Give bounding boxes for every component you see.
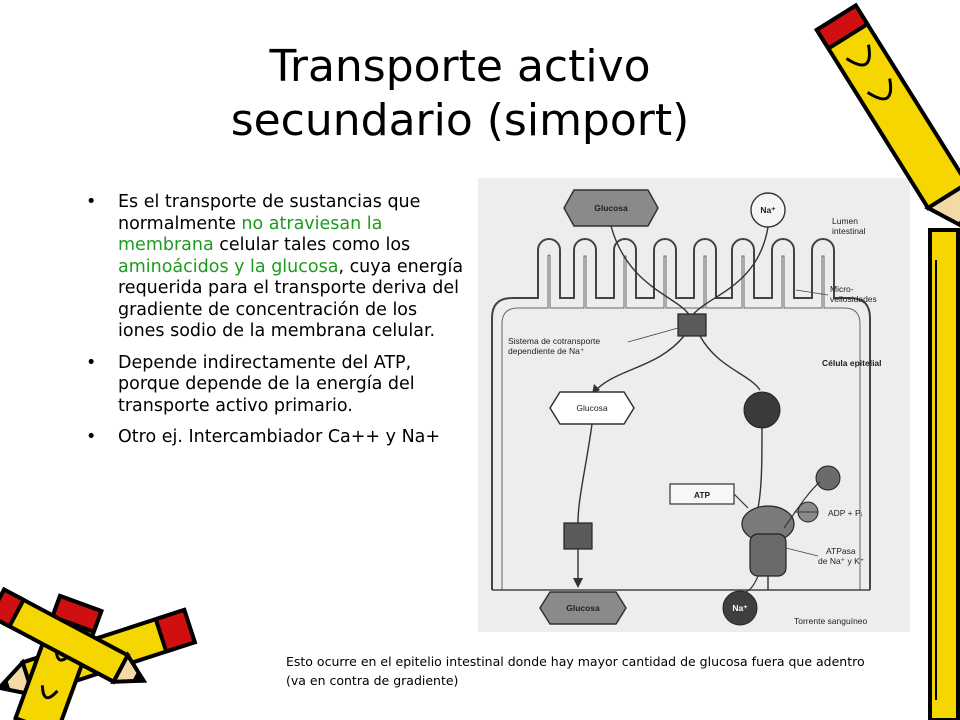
atpasa-label-1: ATPasa bbox=[826, 546, 856, 556]
simport-diagram: Glucosa Na⁺ Glucosa Glucosa ATP ADP + Pᵢ… bbox=[478, 178, 910, 632]
bullet-1-text-c: , cuya energía requerida para el transpo… bbox=[118, 256, 464, 342]
bullet-1-text-b: celular tales como los bbox=[213, 235, 411, 255]
title-line-1: Transporte activo bbox=[269, 41, 651, 92]
pencils-bottom-left-icon bbox=[0, 586, 198, 720]
bullet-item-1: Es el transporte de sustancias que norma… bbox=[86, 192, 466, 343]
torrente-label: Torrente sanguíneo bbox=[794, 616, 868, 626]
bullet-1-highlight-glucosa: aminoácidos y la glucosa bbox=[118, 256, 339, 277]
bullet-list: Es el transporte de sustancias que norma… bbox=[86, 192, 466, 459]
lumen-label-1: Lumen bbox=[832, 216, 858, 226]
micro-label-2: vellosidades bbox=[830, 294, 877, 304]
micro-label-1: Micro- bbox=[830, 284, 854, 294]
glucosa-bottom-label: Glucosa bbox=[566, 603, 600, 613]
sistema-label-2: dependiente de Na⁺ bbox=[508, 346, 585, 356]
atp-label: ATP bbox=[694, 490, 711, 500]
celula-label: Célula epitelial bbox=[822, 358, 882, 368]
lumen-label-2: intestinal bbox=[832, 226, 866, 236]
glucosa-top-label: Glucosa bbox=[594, 203, 628, 213]
slide-title: Transporte activo secundario (simport) bbox=[120, 40, 800, 148]
bullet-item-3: Otro ej. Intercambiador Ca++ y Na+ bbox=[86, 427, 466, 449]
na-top-label: Na⁺ bbox=[760, 205, 776, 215]
adp-label: ADP + Pᵢ bbox=[828, 508, 862, 518]
sistema-label-1: Sistema de cotransporte bbox=[508, 336, 600, 346]
bullet-1-text-a: Es el transporte de sustancias que norma… bbox=[118, 192, 421, 234]
bullet-1-highlight-membrana: no atraviesan la membrana bbox=[118, 213, 383, 256]
title-line-2: secundario (simport) bbox=[230, 95, 690, 146]
atpasa-label-2: de Na⁺ y K⁺ bbox=[818, 556, 865, 566]
bullet-item-2: Depende indirectamente del ATP, porque d… bbox=[86, 353, 466, 418]
diagram-caption: Esto ocurre en el epitelio intestinal do… bbox=[286, 654, 865, 688]
na-bottom-label: Na⁺ bbox=[732, 603, 748, 613]
pencil-top-right-icon bbox=[813, 2, 960, 720]
glucosa-mid-label: Glucosa bbox=[576, 403, 607, 413]
